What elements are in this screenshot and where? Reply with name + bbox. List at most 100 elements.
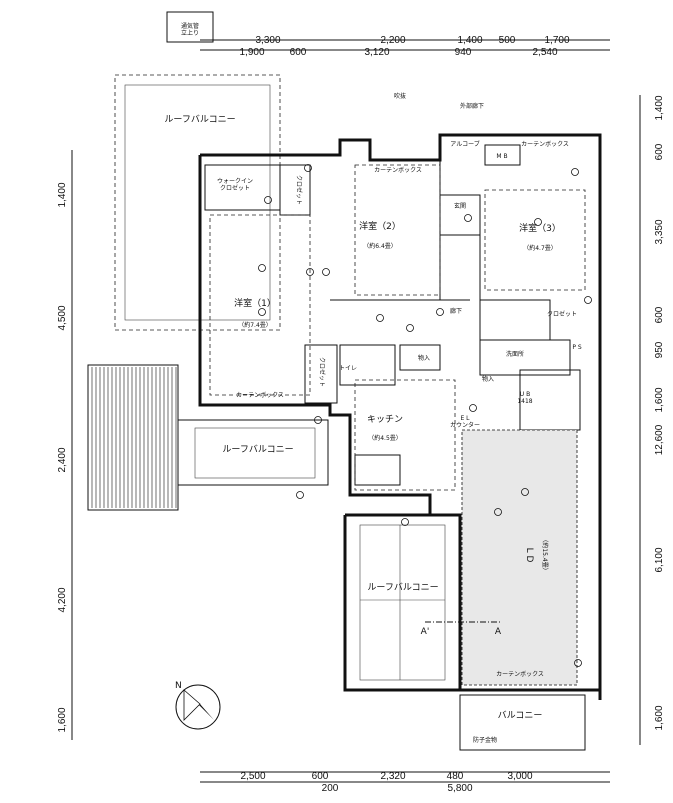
fixture-symbol [258, 264, 266, 272]
terrace-hatch [87, 364, 179, 511]
bottom-dims-row1: 2,500 600 2,320 480 3,000 [240, 771, 532, 782]
fixture-symbol [376, 314, 384, 322]
svg-text:1,700: 1,700 [544, 35, 569, 46]
svg-text:600: 600 [290, 47, 307, 58]
label-ps: P S [572, 344, 582, 351]
svg-text:600: 600 [312, 771, 329, 782]
fixture-symbol [406, 324, 414, 332]
svg-text:3,000: 3,000 [507, 771, 532, 782]
ld-floor [461, 429, 578, 686]
svg-text:バルコニー: バルコニー [498, 710, 543, 721]
fixture-symbol [534, 218, 542, 226]
svg-text:3,300: 3,300 [255, 35, 280, 46]
svg-text:950: 950 [654, 341, 665, 358]
label-toilet: トイレ [339, 365, 357, 372]
roof-balcony-lower-left: ルーフバルコニー [177, 419, 329, 486]
svg-text:1,600: 1,600 [654, 705, 665, 730]
label-ld-size: （約15.4畳） [541, 536, 549, 573]
svg-text:3,120: 3,120 [364, 47, 389, 58]
fixture-symbol [571, 168, 579, 176]
label-rouka: 廊下 [450, 307, 462, 315]
label-senmenjo: 洗面所 [506, 350, 524, 358]
label-kitchen: キッチン [367, 414, 403, 425]
label-alcove: アルコーブ [450, 140, 479, 148]
svg-text:6,100: 6,100 [654, 547, 665, 572]
fixture-symbol [306, 268, 314, 276]
vent-note-box [166, 11, 214, 43]
fixture-symbol [584, 296, 592, 304]
svg-text:940: 940 [455, 47, 472, 58]
fixture-symbol [322, 268, 330, 276]
label-room2-size: （約6.4畳） [363, 242, 397, 250]
svg-text:600: 600 [654, 143, 665, 160]
svg-text:2,400: 2,400 [57, 447, 68, 472]
label-fukinuke: 吹抜 [394, 92, 406, 100]
roof-balcony-lower: ルーフバルコニー [343, 513, 462, 692]
partitions [204, 144, 581, 486]
svg-text:4,200: 4,200 [57, 587, 68, 612]
vent-note: 通気管立上り [181, 22, 199, 37]
label-room3: 洋室（3） [519, 222, 561, 234]
compass: N [175, 681, 221, 730]
label-genkan: 玄関 [454, 202, 466, 210]
dashed-room-outlines [209, 164, 586, 491]
label-monoire1: 物入 [418, 354, 430, 362]
label-room1-size: （約7.4畳） [238, 321, 272, 329]
top-dims-row1: 3,300 2,200 1,400 500 1,700 [255, 35, 569, 46]
fixture-symbol [521, 488, 529, 496]
fixture-symbol [464, 214, 472, 222]
top-dims-row2: 1,900 600 3,120 940 2,540 [239, 47, 557, 58]
label-mb: M B [496, 153, 507, 160]
left-dims: 1,400 4,500 2,400 4,200 1,600 [57, 182, 68, 732]
compass-n: N [175, 681, 182, 691]
svg-text:ルーフバルコニー: ルーフバルコニー [164, 114, 235, 125]
svg-text:2,500: 2,500 [240, 771, 265, 782]
svg-text:1,600: 1,600 [654, 387, 665, 412]
label-gaibu-rouka: 外部廊下 [460, 102, 484, 110]
fixture-symbol [314, 416, 322, 424]
fixture-symbol [296, 491, 304, 499]
fixture-symbol [264, 196, 272, 204]
label-kitchen-size: （約4.5畳） [368, 434, 402, 442]
svg-text:1,400: 1,400 [57, 182, 68, 207]
svg-text:500: 500 [499, 35, 516, 46]
svg-text:5,800: 5,800 [447, 783, 472, 794]
svg-text:2,540: 2,540 [532, 47, 557, 58]
label-curtain-box-4: カーテンボックス [496, 670, 544, 678]
fixture-symbol [401, 518, 409, 526]
right-dims: 1,400 600 3,350 600 950 1,600 12,600 6,1… [654, 95, 665, 730]
label-ld: L D [524, 548, 534, 563]
svg-text:3,350: 3,350 [654, 219, 665, 244]
fixture-symbol [304, 164, 312, 172]
svg-text:防子金物: 防子金物 [473, 736, 497, 744]
fixture-symbol [436, 308, 444, 316]
label-curtain-box-3: カーテンボックス [521, 140, 569, 148]
svg-text:480: 480 [447, 771, 464, 782]
svg-text:2,200: 2,200 [380, 35, 405, 46]
label-room1: 洋室（1） [234, 297, 276, 309]
svg-text:4,500: 4,500 [57, 305, 68, 330]
label-curtain-box-2: カーテンボックス [374, 166, 422, 174]
svg-text:200: 200 [322, 783, 339, 794]
label-closet2: クロゼット [318, 357, 326, 387]
svg-text:ルーフバルコニー: ルーフバルコニー [367, 582, 438, 593]
svg-text:1,400: 1,400 [654, 95, 665, 120]
label-curtain-box-1: カーテンボックス [236, 391, 284, 399]
bottom-dims-row2: 200 5,800 [322, 783, 473, 794]
fixture-symbol [469, 404, 477, 412]
svg-text:2,320: 2,320 [380, 771, 405, 782]
fixture-symbol [494, 508, 502, 516]
svg-text:1,600: 1,600 [57, 707, 68, 732]
label-room3-size: （約4.7畳） [523, 244, 557, 252]
svg-text:1,900: 1,900 [239, 47, 264, 58]
label-a-right: A [495, 627, 502, 637]
label-a: A' [421, 627, 430, 637]
room-labels: 吹抜 外部廊下 アルコーブ M B 玄関 ウォークインクロゼット クロゼット ク… [217, 92, 582, 678]
svg-text:ルーフバルコニー: ルーフバルコニー [222, 444, 293, 455]
balcony-bottom: バルコニー 防子金物 [459, 694, 586, 751]
label-closet1: クロゼット [295, 175, 303, 205]
fixture-symbol [258, 308, 266, 316]
